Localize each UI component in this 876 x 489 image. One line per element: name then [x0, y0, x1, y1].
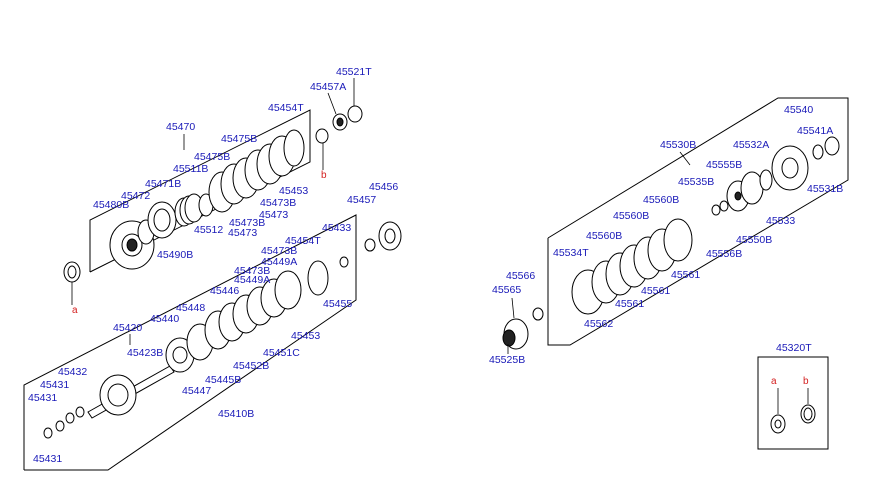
part-label-l45473_b: 45473: [228, 227, 257, 239]
part-label-l45566: 45566: [506, 270, 535, 282]
part-label-l45535B: 45535B: [678, 176, 714, 188]
part-label-l45490B: 45490B: [157, 249, 193, 261]
spring-45511B: [174, 193, 204, 227]
snap-ring-45454T-mid: [307, 260, 329, 296]
part-label-l45473B_d: 45473B: [234, 265, 270, 277]
washer-45541A: [812, 144, 824, 160]
part-label-l45473B_b: 45473B: [229, 217, 265, 229]
washer-ref-a-left: [63, 261, 81, 283]
part-label-l45560B_a: 45560B: [643, 194, 679, 206]
washer-45531B: [824, 136, 840, 156]
part-label-l45472: 45472: [121, 190, 150, 202]
part-label-l45475B_a: 45475B: [221, 133, 257, 145]
part-label-l45560B_c: 45560B: [586, 230, 622, 242]
part-label-l45457A: 45457A: [310, 81, 346, 93]
part-label-l45473_a: 45473: [259, 209, 288, 221]
part-label-l45446: 45446: [210, 285, 239, 297]
part-label-l45423B: 45423B: [127, 347, 163, 359]
part-label-l45525B: 45525B: [489, 354, 525, 366]
part-label-l45532A: 45532A: [733, 139, 769, 151]
part-label-l45562: 45562: [584, 318, 613, 330]
part-label-l45555B: 45555B: [706, 159, 742, 171]
frame-45530B-assembly: [547, 97, 849, 346]
part-label-l45433: 45433: [322, 222, 351, 234]
part-label-l45540: 45540: [784, 104, 813, 116]
ref-marker-ref_a_box: a: [771, 376, 777, 387]
kit-washer-b: [800, 404, 816, 424]
part-label-l45473B_a: 45473B: [260, 197, 296, 209]
part-label-l45480B: 45480B: [93, 199, 129, 211]
ref-marker-ref_b_box: b: [803, 376, 809, 387]
plates-45449A: [204, 270, 302, 350]
seal-45532A: [759, 169, 773, 191]
reference-markers: a b a b: [72, 170, 809, 387]
piston-45471B: [147, 201, 177, 239]
part-label-l45453_mid: 45453: [291, 330, 320, 342]
part-label-l45560B_b: 45560B: [613, 210, 649, 222]
part-label-l45457: 45457: [347, 194, 376, 206]
clutch-discs-45560B: [591, 218, 693, 304]
washer-45535B: [711, 200, 729, 216]
bearing-45521T: [332, 105, 363, 131]
part-label-l45511B: 45511B: [173, 163, 208, 175]
part-label-l45431_a: 45431: [40, 379, 69, 391]
part-label-l45533: 45533: [766, 215, 795, 227]
part-label-l45561_a: 45561: [671, 269, 700, 281]
part-label-l45449A_b: 45449A: [234, 274, 270, 286]
part-label-l45448: 45448: [176, 302, 205, 314]
part-label-l45451C: 45451C: [263, 347, 300, 359]
part-label-l45473B_c: 45473B: [261, 245, 297, 257]
part-label-l45531B: 45531B: [807, 183, 843, 195]
part-label-l45420: 45420: [113, 322, 142, 334]
part-label-l45556B: 45556B: [706, 248, 742, 260]
kit-washer-a: [770, 414, 786, 434]
part-label-l45475B_b: 45475B: [194, 151, 230, 163]
part-label-l45431_b: 45431: [28, 392, 57, 404]
part-label-l45541A: 45541A: [797, 125, 833, 137]
part-label-l45471B: 45471B: [145, 178, 181, 190]
gear-45456: [378, 221, 402, 251]
part-label-l45534T: 45534T: [553, 247, 589, 259]
washer-45433: [339, 256, 349, 268]
ref-marker-ref_b_upper: b: [321, 170, 327, 181]
part-label-l45320T: 45320T: [776, 342, 812, 354]
part-label-l45565: 45565: [492, 284, 521, 296]
washers-45431: [43, 406, 85, 439]
part-label-l45470: 45470: [166, 121, 195, 133]
part-label-l45512: 45512: [194, 224, 223, 236]
part-label-l45530B: 45530B: [660, 139, 696, 151]
part-label-l45561_b: 45561: [641, 285, 670, 297]
part-label-l45550B: 45550B: [736, 234, 772, 246]
part-label-l45453_top: 45453: [279, 185, 308, 197]
part-number-labels: 45521T45457A45454T4547045475B45475B45511…: [28, 66, 843, 465]
part-label-l45447: 45447: [182, 385, 211, 397]
part-label-l45431_c: 45431: [33, 453, 62, 465]
part-label-l45410B: 45410B: [218, 408, 254, 420]
shaft-45410B: [87, 365, 175, 419]
part-label-l45449A_a: 45449A: [261, 256, 297, 268]
piston-45533: [740, 171, 764, 205]
frame-45410B-assembly: [23, 214, 357, 471]
part-label-l45561_c: 45561: [615, 298, 644, 310]
part-label-l45452B: 45452B: [233, 360, 269, 372]
snap-ring-45454T-upper: [283, 129, 305, 167]
frame-45320T-kit: [757, 356, 829, 450]
leader-lines: [71, 78, 809, 414]
drum-45540: [771, 145, 809, 191]
washer-45457: [364, 238, 376, 252]
ref-marker-ref_a_left: a: [72, 305, 78, 316]
gear-45525B: [502, 318, 529, 350]
part-label-l45456: 45456: [369, 181, 398, 193]
part-label-l45521T: 45521T: [336, 66, 372, 78]
part-label-l45445B: 45445B: [205, 374, 241, 386]
washer-45566: [532, 307, 544, 321]
part-label-l45455: 45455: [323, 298, 352, 310]
part-label-l45440: 45440: [150, 313, 179, 325]
part-label-l45432: 45432: [58, 366, 87, 378]
washer-45457A: [315, 128, 329, 144]
part-label-l45454T_top: 45454T: [268, 102, 304, 114]
part-label-l45454T_mid: 45454T: [285, 235, 321, 247]
